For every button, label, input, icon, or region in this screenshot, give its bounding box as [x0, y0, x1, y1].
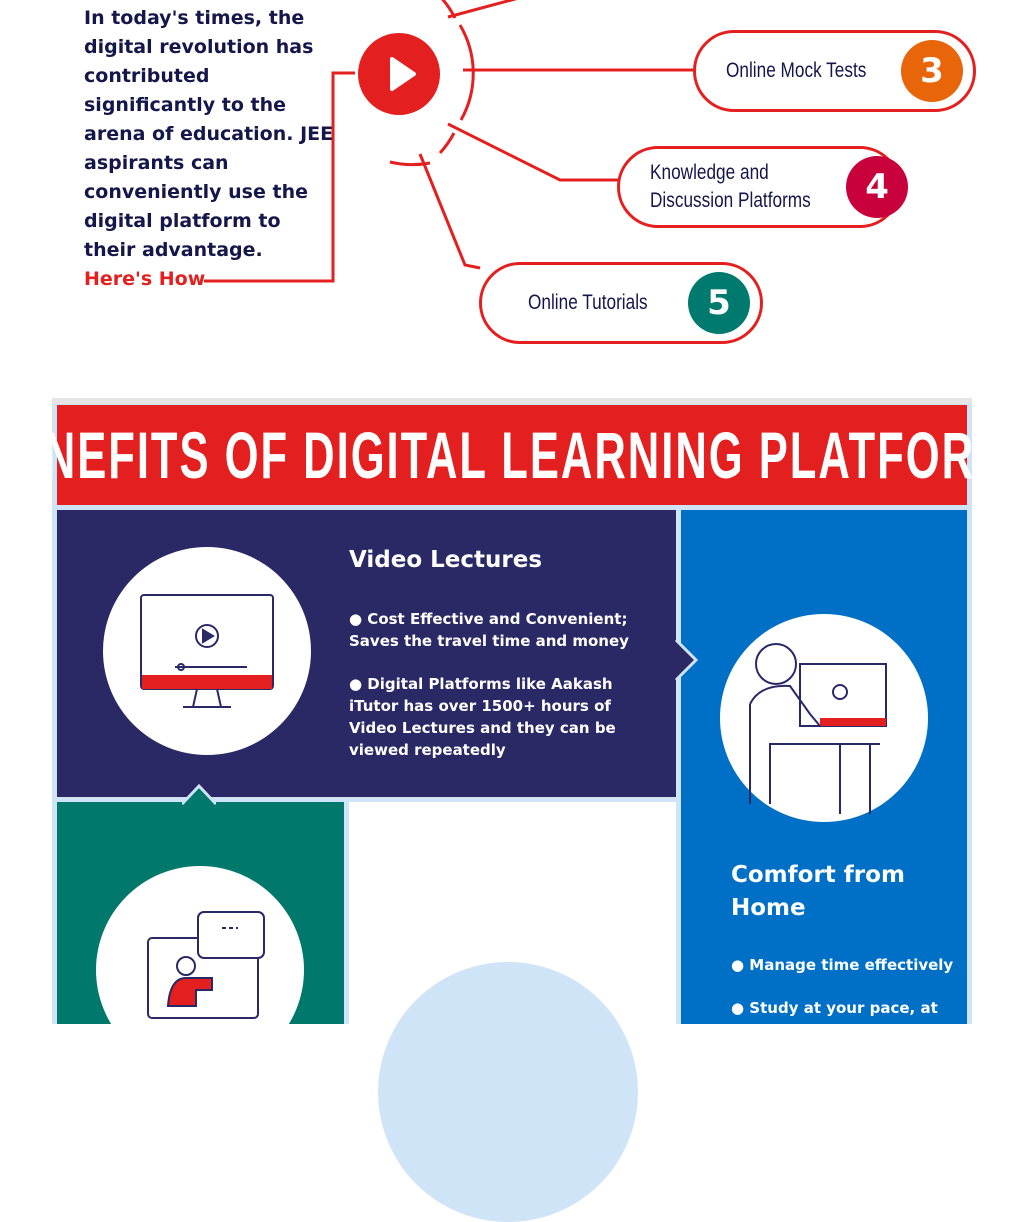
pointer-arrow	[182, 783, 216, 806]
platform-online-tutorials: Online Tutorials 5	[479, 262, 763, 344]
label-line: Knowledge and	[650, 161, 769, 184]
number-badge: 3	[901, 40, 963, 102]
connector-lines	[204, 0, 695, 283]
play-icon	[358, 33, 440, 115]
platform-label: Online Mock Tests	[726, 59, 867, 82]
benefits-title: BENEFITS OF DIGITAL LEARNING PLATFORMS	[0, 405, 1024, 505]
number-badge: 5	[688, 272, 750, 334]
online-tutor-icon	[96, 866, 304, 1074]
number-badge: 4	[846, 156, 909, 218]
pointer-arrow	[674, 640, 699, 680]
benefits-title-text: BENEFITS OF DIGITAL LEARNING PLATFORMS	[0, 418, 1024, 492]
intro-text: In today's times, the digital revolution…	[84, 4, 334, 294]
platform-label: Online Tutorials	[528, 291, 648, 314]
comfort-bullets: ● Manage time effectively ● Study at you…	[731, 954, 961, 1040]
bullet-item: ● Manage time effectively	[731, 956, 954, 974]
label-line: Discussion Platforms	[650, 189, 811, 212]
student-at-computer-icon	[720, 614, 928, 822]
bullet-item: ● Digital Platforms like Aakash iTutor h…	[349, 675, 616, 759]
illustration-circle	[378, 962, 638, 1222]
comfort-title: Comfort from Home	[731, 862, 905, 921]
platform-online-mock-tests: Online Mock Tests 3	[693, 30, 976, 112]
heres-how-link[interactable]: Here's How	[84, 268, 206, 290]
bullet-item: ● Cost Effective and Convenient; Saves t…	[349, 610, 629, 650]
video-lectures-bullets: ● Cost Effective and Convenient; Saves t…	[349, 608, 659, 782]
intro-paragraph: In today's times, the digital revolution…	[84, 7, 334, 261]
video-lectures-title: Video Lectures	[349, 547, 543, 573]
monitor-video-icon	[103, 547, 311, 755]
bullet-item: ● Study at your pace, at	[731, 999, 938, 1017]
